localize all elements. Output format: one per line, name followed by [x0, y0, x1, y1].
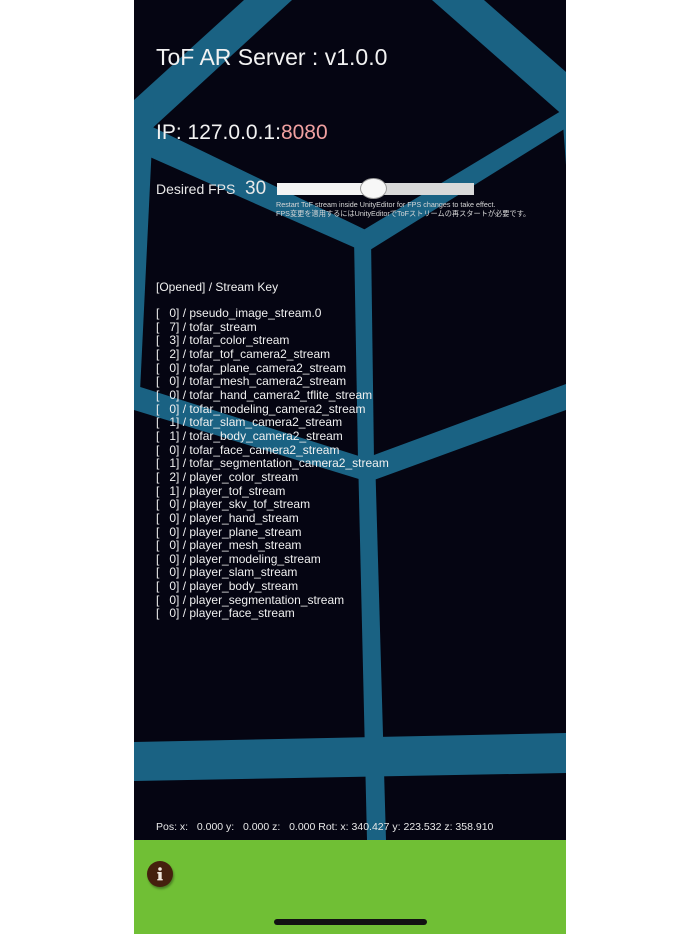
ip-address: IP: 127.0.0.1:8080 [156, 121, 328, 145]
list-item: [ 0] / player_hand_stream [156, 510, 299, 525]
list-item: [ 0] / tofar_face_camera2_stream [156, 442, 340, 457]
list-item: [ 0] / pseudo_image_stream.0 [156, 306, 322, 320]
fps-note-ja: FPS変更を適用するにはUnityEditorでToFストリームの再スタートが必… [276, 208, 531, 218]
list-item: [ 0] / tofar_mesh_camera2_stream [156, 374, 347, 389]
list-item: [ 0] / player_segmentation_stream [156, 592, 345, 607]
list-item: [ 2] / tofar_tof_camera2_stream [156, 346, 331, 361]
list-item: [ 7] / tofar_stream [156, 319, 257, 334]
ip-label: IP: [156, 121, 188, 144]
list-item: [ 1] / tofar_slam_camera2_stream [156, 415, 343, 430]
ar-grid-background [134, 0, 566, 840]
list-item: [ 2] / player_color_stream [156, 469, 299, 484]
bottom-bar [134, 840, 566, 934]
home-indicator[interactable] [274, 919, 427, 925]
list-item: [ 0] / player_modeling_stream [156, 551, 321, 566]
fps-slider-fill [277, 183, 374, 195]
fps-note-en: Restart ToF stream inside UnityEditor fo… [276, 200, 496, 209]
camera-pose-readout: Pos: x: 0.000 y: 0.000 z: 0.000 Rot: x: … [156, 821, 494, 833]
list-item: [ 0] / player_mesh_stream [156, 538, 302, 553]
list-item: [ 0] / tofar_hand_camera2_tflite_stream [156, 387, 373, 402]
list-item: [ 0] / player_plane_stream [156, 524, 302, 539]
info-button[interactable] [147, 861, 173, 887]
info-icon [157, 867, 163, 881]
stream-list-header: [Opened] / Stream Key [156, 280, 279, 294]
list-item: [ 0] / tofar_plane_camera2_stream [156, 360, 347, 375]
fps-slider[interactable] [277, 178, 474, 199]
desired-fps-value: 30 [245, 178, 267, 199]
list-item: [ 0] / player_slam_stream [156, 565, 298, 580]
list-item: [ 1] / player_tof_stream [156, 483, 286, 498]
list-item: [ 0] / player_body_stream [156, 579, 299, 594]
ip-port: 8080 [280, 121, 328, 144]
list-item: [ 1] / tofar_body_camera2_stream [156, 428, 343, 443]
app-title: ToF AR Server : v1.0.0 [156, 44, 388, 70]
list-item: [ 0] / tofar_modeling_camera2_stream [156, 401, 366, 416]
fps-note: Restart ToF stream inside UnityEditor fo… [276, 200, 531, 218]
stream-list: [ 0] / pseudo_image_stream.0 [ 7] / tofa… [156, 306, 389, 621]
fps-slider-knob[interactable] [360, 178, 388, 199]
list-item: [ 3] / tofar_color_stream [156, 333, 290, 348]
app-screen: ToF AR Server : v1.0.0 IP: 127.0.0.1:808… [134, 0, 566, 934]
desired-fps-label: Desired FPS [156, 181, 236, 197]
list-item: [ 1] / tofar_segmentation_camera2_stream [156, 456, 389, 471]
ip-host: 127.0.0.1: [187, 121, 281, 144]
list-item: [ 0] / player_face_stream [156, 606, 295, 621]
list-item: [ 0] / player_skv_tof_stream [156, 497, 311, 512]
